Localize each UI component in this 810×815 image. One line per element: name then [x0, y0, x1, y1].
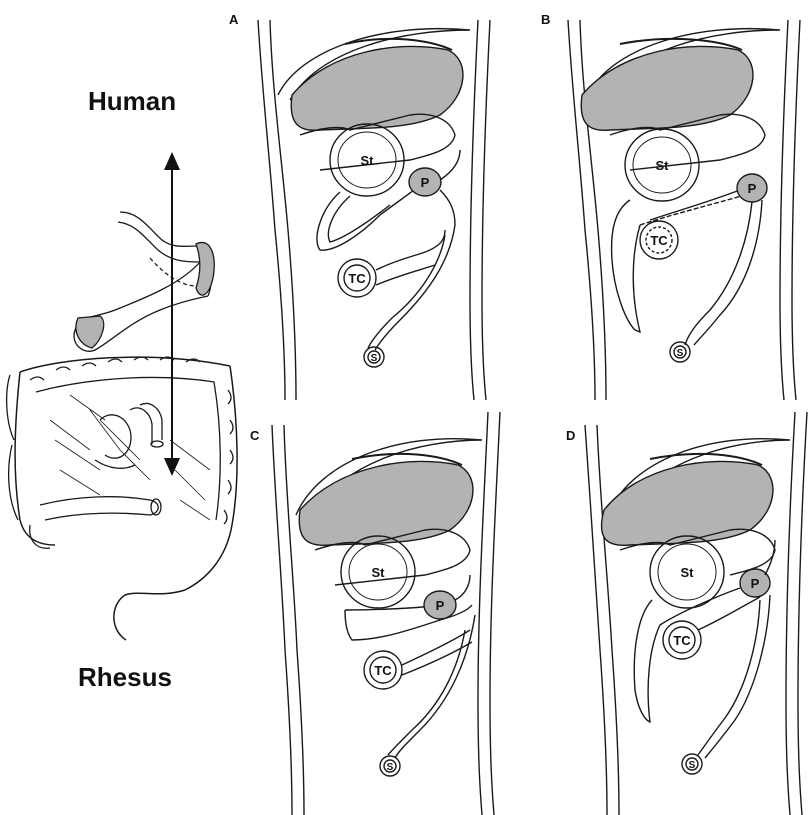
pancreas-a — [408, 167, 442, 197]
liver-a — [290, 45, 464, 132]
label-stomach-a: St — [361, 153, 375, 168]
panel-d — [584, 411, 808, 815]
label-spleen-c: S — [387, 762, 394, 773]
pancreas-c — [423, 590, 457, 620]
label-pancreas-a: P — [421, 175, 430, 190]
spleen-a — [363, 346, 385, 368]
liver-b — [580, 45, 754, 132]
label-pancreas-d: P — [751, 576, 760, 591]
panel-b — [567, 19, 801, 401]
fundus-shaded — [195, 241, 215, 296]
label-stomach-c: St — [372, 565, 386, 580]
panel-c — [271, 411, 501, 815]
gi-tract-illustration — [5, 211, 238, 641]
label-pancreas-b: P — [748, 181, 757, 196]
spleen-c — [379, 755, 401, 777]
species-label-human: Human — [88, 86, 177, 116]
panel-letter-a: A — [229, 12, 239, 27]
transverse-colon-c — [363, 650, 403, 690]
spleen-d — [681, 753, 703, 775]
label-spleen-b: S — [677, 348, 684, 359]
label-transverse-colon-c: TC — [374, 663, 392, 678]
stomach-b — [624, 128, 700, 202]
liver-c — [298, 460, 474, 547]
stomach-a — [329, 123, 405, 197]
spleen-b — [669, 341, 691, 363]
pylorus-shaded — [75, 315, 105, 349]
stomach-c — [340, 535, 416, 609]
label-stomach-d: St — [681, 565, 695, 580]
transverse-colon-b — [639, 220, 679, 260]
label-spleen-a: S — [371, 353, 378, 364]
panel-letter-b: B — [541, 12, 551, 27]
species-label-rhesus: Rhesus — [78, 662, 172, 692]
panel-letter-d: D — [566, 428, 576, 443]
label-transverse-colon-a: TC — [348, 271, 366, 286]
transverse-colon-d — [662, 620, 702, 660]
label-pancreas-c: P — [436, 598, 445, 613]
panel-letter-c: C — [250, 428, 260, 443]
panel-a — [257, 19, 491, 401]
label-stomach-b: St — [656, 158, 670, 173]
label-transverse-colon-d: TC — [673, 633, 691, 648]
pancreas-d — [739, 568, 771, 598]
label-transverse-colon-b: TC — [650, 233, 668, 248]
label-spleen-d: S — [689, 760, 696, 771]
liver-d — [600, 460, 774, 547]
stomach-d — [649, 535, 725, 609]
transverse-colon-a — [337, 258, 377, 298]
